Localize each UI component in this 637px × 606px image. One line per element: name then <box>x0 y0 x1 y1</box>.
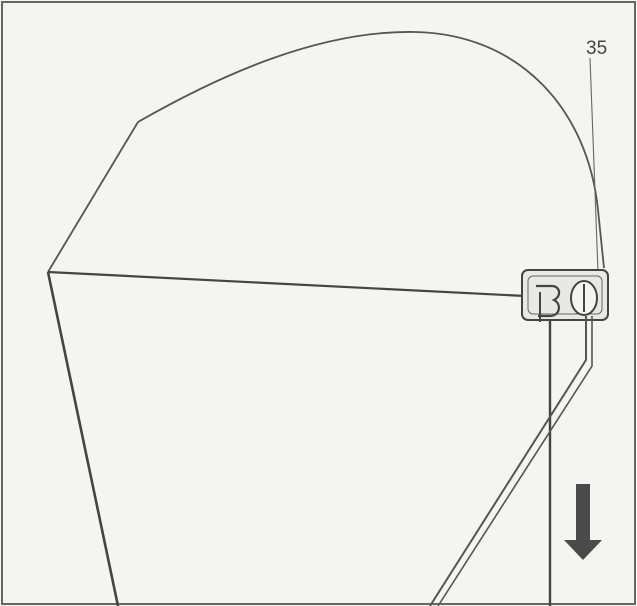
thread-line-diagonal-b <box>437 316 593 606</box>
thread-guide-block <box>521 269 609 322</box>
thread-line-left <box>46 271 120 606</box>
down-arrow-icon <box>564 484 602 560</box>
thread-line-upper <box>47 270 526 298</box>
callout-leader-line <box>589 57 599 273</box>
callout-label-35: 35 <box>586 38 607 59</box>
lid-outline <box>47 31 605 273</box>
thread-line-diagonal-a <box>429 316 587 606</box>
